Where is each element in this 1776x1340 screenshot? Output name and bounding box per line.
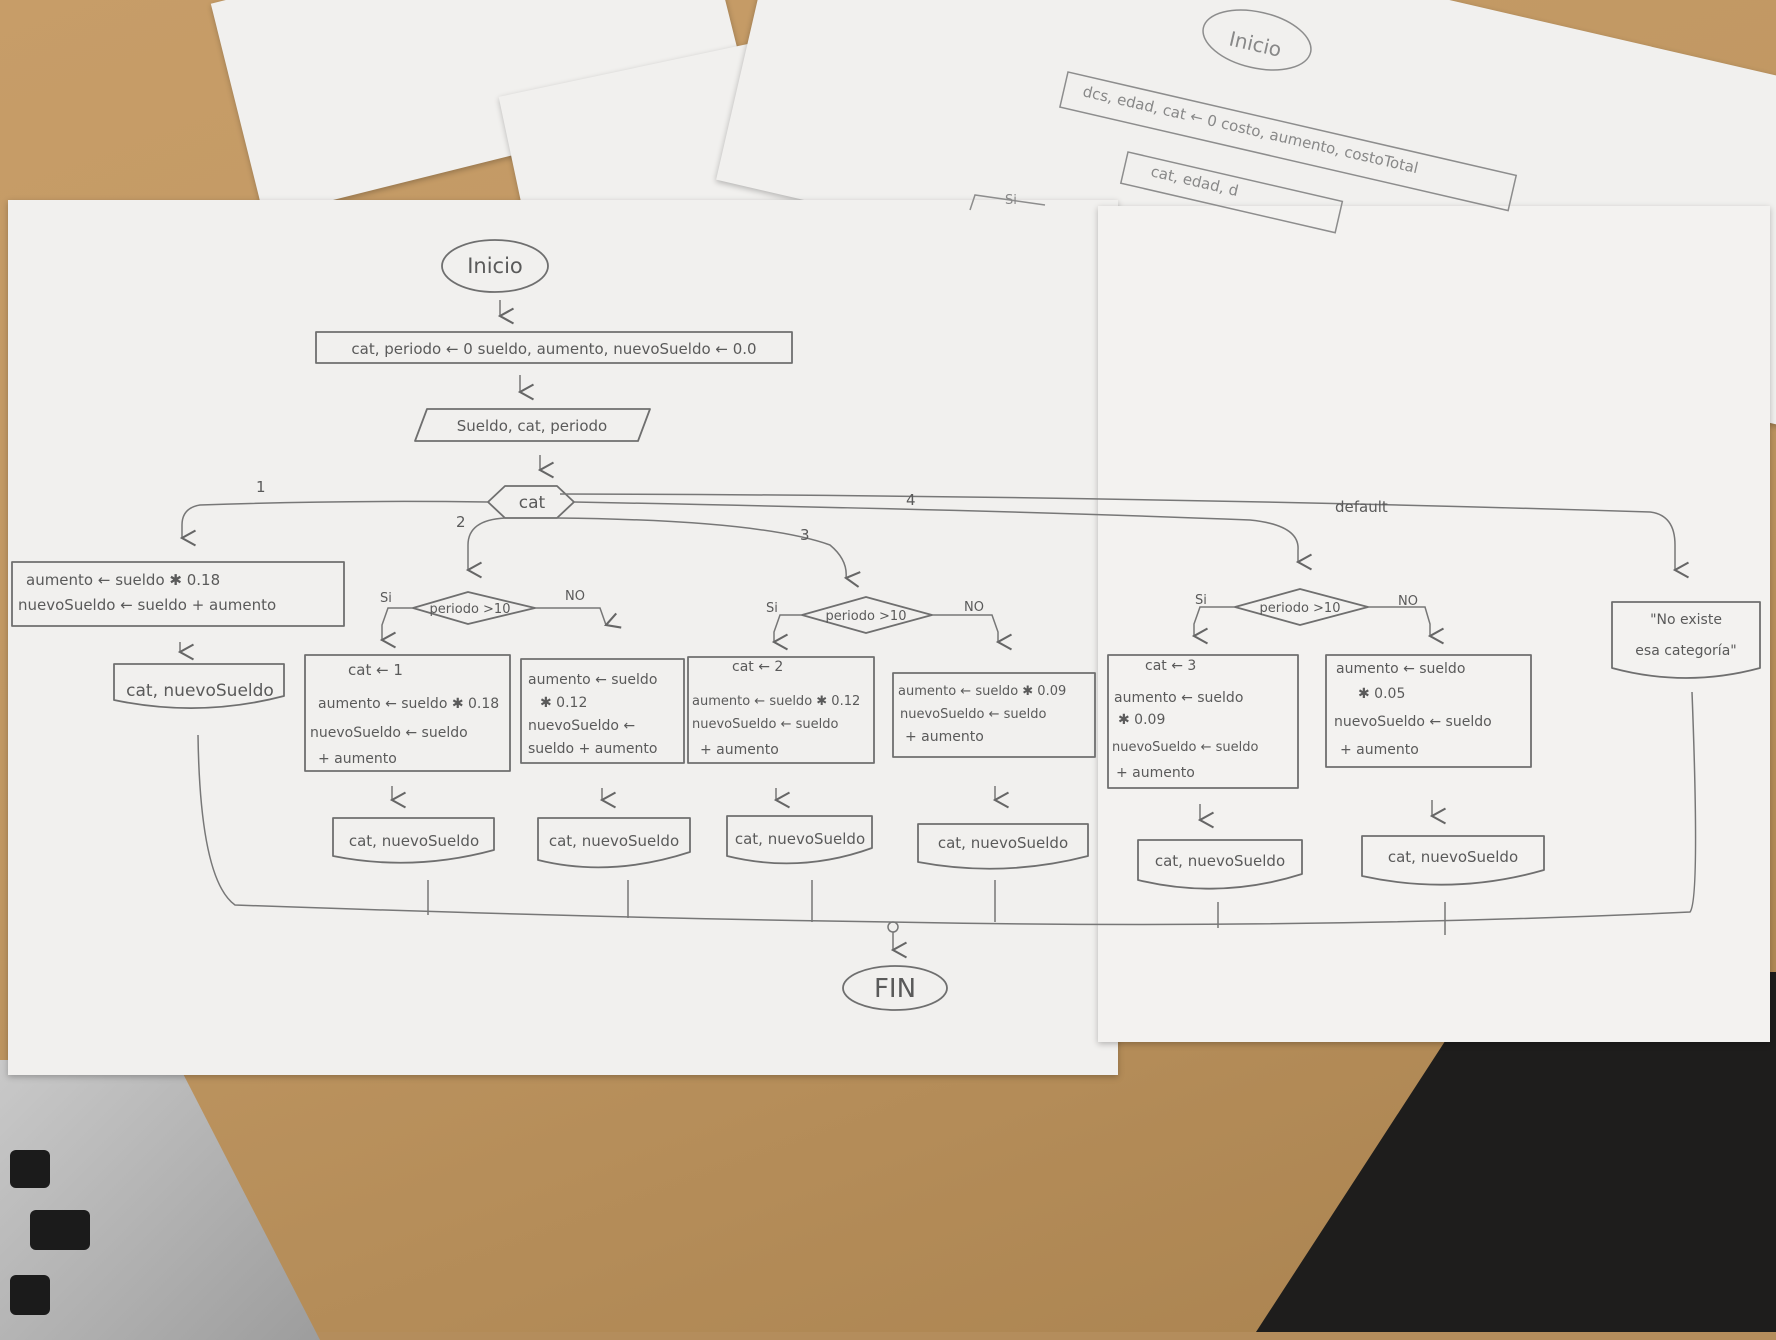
case4-cond-label: periodo >10 (1260, 601, 1341, 616)
input-label: Sueldo, cat, periodo (457, 417, 607, 435)
case3-no-label: NO (964, 600, 984, 615)
end-terminal (842, 965, 948, 1011)
case1-output-label: cat, nuevoSueldo (126, 681, 274, 701)
case-label-default: default (1335, 498, 1388, 516)
start-label: Inicio (467, 254, 523, 278)
case3-yes-line1: cat ← 2 (732, 659, 783, 675)
case2-no-box (520, 658, 685, 764)
default-line1: "No existe (1650, 612, 1722, 628)
case4-yes-output (1137, 839, 1303, 890)
background-init-label: dcs, edad, cat ← 0 costo, aumento, costo… (1081, 82, 1420, 177)
background-sheet-sketch (969, 9, 1518, 234)
case2-yes-line3: nuevoSueldo ← sueldo (310, 725, 468, 741)
case4-no-line4: + aumento (1340, 742, 1419, 758)
case2-no-output (537, 817, 691, 869)
case4-yes-box (1107, 654, 1299, 789)
case2-no-line4: sueldo + aumento (528, 741, 657, 757)
case3-yes-label: Si (766, 601, 778, 616)
laptop-key (30, 1210, 90, 1250)
case3-no-line2: nuevoSueldo ← sueldo (900, 707, 1046, 722)
case2-no-branch (535, 607, 622, 629)
case3-yes-output (726, 815, 873, 865)
case1-process-box (11, 561, 345, 627)
background-start-label: Inicio (1227, 26, 1284, 61)
case2-yes-branch (379, 607, 413, 649)
case3-no-line1: aumento ← sueldo ✱ 0.09 (898, 684, 1066, 699)
case3-no-box (892, 672, 1096, 758)
laptop-key (10, 1150, 50, 1188)
case3-yes-box (687, 656, 875, 764)
case3-yes-line4: + aumento (700, 742, 779, 758)
case3-no-output (917, 823, 1089, 870)
case2-no-label: NO (565, 589, 585, 604)
init-label: cat, periodo ← 0 sueldo, aumento, nuevoS… (351, 340, 756, 358)
input-parallelogram (414, 408, 651, 442)
case1-line1: aumento ← sueldo ✱ 0.18 (26, 571, 220, 589)
case3-yes-branch (771, 614, 802, 651)
merge-point (887, 921, 899, 933)
case1-output-shape (113, 663, 285, 709)
case2-yes-output-label: cat, nuevoSueldo (349, 832, 479, 850)
case4-yes-line3: ✱ 0.09 (1118, 712, 1165, 728)
case4-yes-line5: + aumento (1116, 765, 1195, 781)
case4-yes-branch (1191, 606, 1235, 645)
case4-yes-line1: cat ← 3 (1145, 658, 1196, 674)
branch-default (559, 493, 1690, 579)
case4-yes-line2: aumento ← sueldo (1114, 690, 1243, 706)
case4-no-output (1361, 835, 1545, 886)
case3-yes-output-label: cat, nuevoSueldo (735, 830, 865, 848)
start-terminal (441, 239, 549, 293)
case2-yes-line2: aumento ← sueldo ✱ 0.18 (318, 696, 499, 712)
case-label-2: 2 (456, 513, 466, 531)
case2-no-output-label: cat, nuevoSueldo (549, 832, 679, 850)
switch-label: cat (519, 493, 546, 513)
branch-case1 (179, 500, 489, 547)
default-message-shape (1611, 601, 1761, 679)
default-line2: esa categoría" (1635, 643, 1736, 659)
laptop-key (10, 1275, 50, 1315)
case4-no-branch (1368, 606, 1445, 645)
case4-no-line2: ✱ 0.05 (1358, 686, 1405, 702)
merge-line (197, 691, 1697, 926)
case4-yes-line4: nuevoSueldo ← sueldo (1112, 740, 1258, 755)
case4-no-line1: aumento ← sueldo (1336, 661, 1465, 677)
background-yes-label: Si (1005, 193, 1017, 208)
case3-cond-label: periodo >10 (826, 609, 907, 624)
case1-line2: nuevoSueldo ← sueldo + aumento (18, 596, 276, 614)
case4-no-line3: nuevoSueldo ← sueldo (1334, 714, 1492, 730)
case4-yes-label: Si (1195, 593, 1207, 608)
case3-yes-line2: aumento ← sueldo ✱ 0.12 (692, 694, 860, 709)
case-label-1: 1 (256, 478, 266, 496)
case3-no-output-label: cat, nuevoSueldo (938, 834, 1068, 852)
flowchart-page-left (8, 200, 1118, 1075)
case4-no-output-label: cat, nuevoSueldo (1388, 848, 1518, 866)
case2-yes-output (332, 817, 495, 864)
branch-case4 (573, 501, 1313, 571)
case2-yes-box (304, 654, 511, 772)
case4-no-label: NO (1398, 594, 1418, 609)
case4-yes-output-label: cat, nuevoSueldo (1155, 852, 1285, 870)
case2-no-line1: aumento ← sueldo (528, 672, 657, 688)
case-label-4: 4 (906, 491, 916, 509)
case2-cond-label: periodo >10 (430, 602, 511, 617)
case2-no-line2: ✱ 0.12 (540, 695, 587, 711)
case3-no-branch (932, 614, 1013, 651)
case3-yes-line3: nuevoSueldo ← sueldo (692, 717, 838, 732)
case2-yes-line4: + aumento (318, 751, 397, 767)
flowchart-page-right (1098, 206, 1770, 1042)
branch-case2 (465, 517, 506, 579)
case-label-3: 3 (800, 526, 810, 544)
case2-no-line3: nuevoSueldo ← (528, 718, 635, 734)
end-label: FIN (874, 974, 916, 1004)
case4-no-box (1325, 654, 1532, 768)
init-box (315, 331, 793, 364)
case3-no-line3: + aumento (905, 729, 984, 745)
case2-yes-line1: cat ← 1 (348, 661, 403, 679)
branch-case3 (556, 517, 861, 588)
case2-yes-label: Si (380, 591, 392, 606)
